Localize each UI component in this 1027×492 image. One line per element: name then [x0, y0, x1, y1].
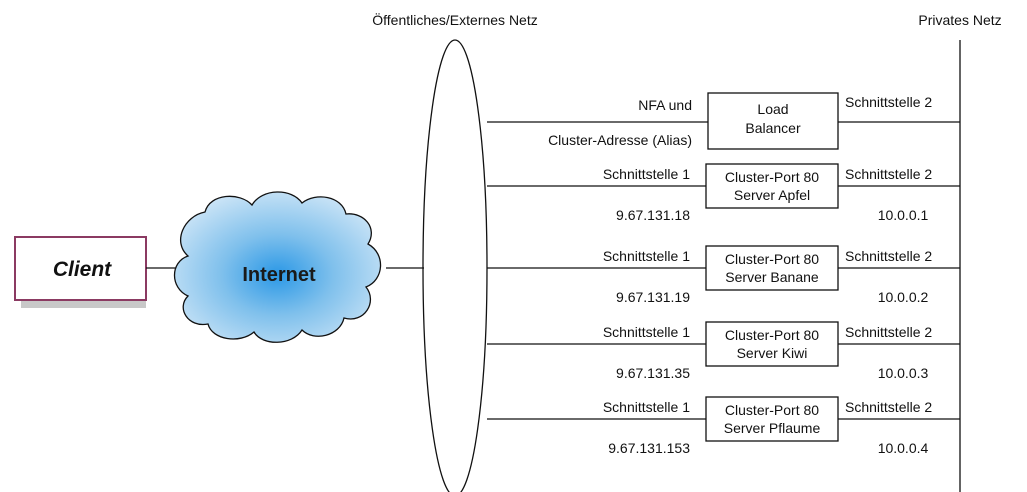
internet-cloud: Internet [174, 191, 382, 343]
server-port-label: Cluster-Port 80 [725, 251, 819, 267]
server-name-label: Server Apfel [734, 187, 810, 203]
server-public-ip: 9.67.131.153 [608, 440, 690, 456]
server-private-ip: 10.0.0.4 [878, 440, 929, 456]
server-private-ip: 10.0.0.3 [878, 365, 929, 381]
server-left-interface: Schnittstelle 1 [603, 324, 690, 340]
server-port-label: Cluster-Port 80 [725, 169, 819, 185]
server-box[interactable] [705, 163, 839, 209]
server-left-interface: Schnittstelle 1 [603, 399, 690, 415]
public-network-header: Öffentliches/Externes Netz [372, 11, 537, 28]
load-balancer-box[interactable] [707, 92, 839, 150]
server-box[interactable] [705, 245, 839, 291]
server-private-ip: 10.0.0.1 [878, 207, 929, 223]
server-row: Cluster-Port 80 Server Banane Schnittstell… [487, 245, 960, 305]
load-balancer-line1: Load [757, 101, 788, 117]
server-row: Cluster-Port 80 Server Apfel Schnittstelle… [487, 163, 960, 223]
load-balancer-left-top: NFA und [638, 97, 692, 113]
public-network-ellipse [422, 39, 488, 492]
server-box[interactable] [705, 396, 839, 442]
private-network-header: Privates Netz [918, 12, 1001, 28]
load-balancer-right-top: Schnittstelle 2 [845, 94, 932, 110]
server-left-interface: Schnittstelle 1 [603, 166, 690, 182]
server-right-interface: Schnittstelle 2 [845, 399, 932, 415]
client-node[interactable]: Client [14, 236, 147, 308]
internet-label: Internet [242, 264, 316, 286]
server-name-label: Server Pflaume [724, 420, 821, 436]
server-public-ip: 9.67.131.18 [616, 207, 690, 223]
server-private-ip: 10.0.0.2 [878, 289, 929, 305]
server-right-interface: Schnittstelle 2 [845, 166, 932, 182]
server-left-interface: Schnittstelle 1 [603, 248, 690, 264]
server-row: Cluster-Port 80 Server Pflaume Schnittstel… [487, 396, 960, 456]
cloud-icon [174, 191, 382, 343]
server-box[interactable] [705, 321, 839, 367]
load-balancer-line2: Balancer [745, 120, 801, 136]
load-balancer-left-bottom: Cluster-Adresse (Alias) [548, 132, 692, 148]
server-name-label: Server Kiwi [737, 345, 808, 361]
server-port-label: Cluster-Port 80 [725, 327, 819, 343]
server-public-ip: 9.67.131.35 [616, 365, 690, 381]
server-port-label: Cluster-Port 80 [725, 402, 819, 418]
client-label: Client [53, 258, 112, 281]
load-balancer-row: Load Balancer NFA und Cluster-Adresse (A… [487, 92, 960, 150]
server-row: Cluster-Port 80 Server Kiwi Schnittstelle … [487, 321, 960, 381]
server-public-ip: 9.67.131.19 [616, 289, 690, 305]
server-right-interface: Schnittstelle 2 [845, 324, 932, 340]
server-right-interface: Schnittstelle 2 [845, 248, 932, 264]
server-name-label: Server Banane [725, 269, 819, 285]
client-box [14, 236, 147, 301]
